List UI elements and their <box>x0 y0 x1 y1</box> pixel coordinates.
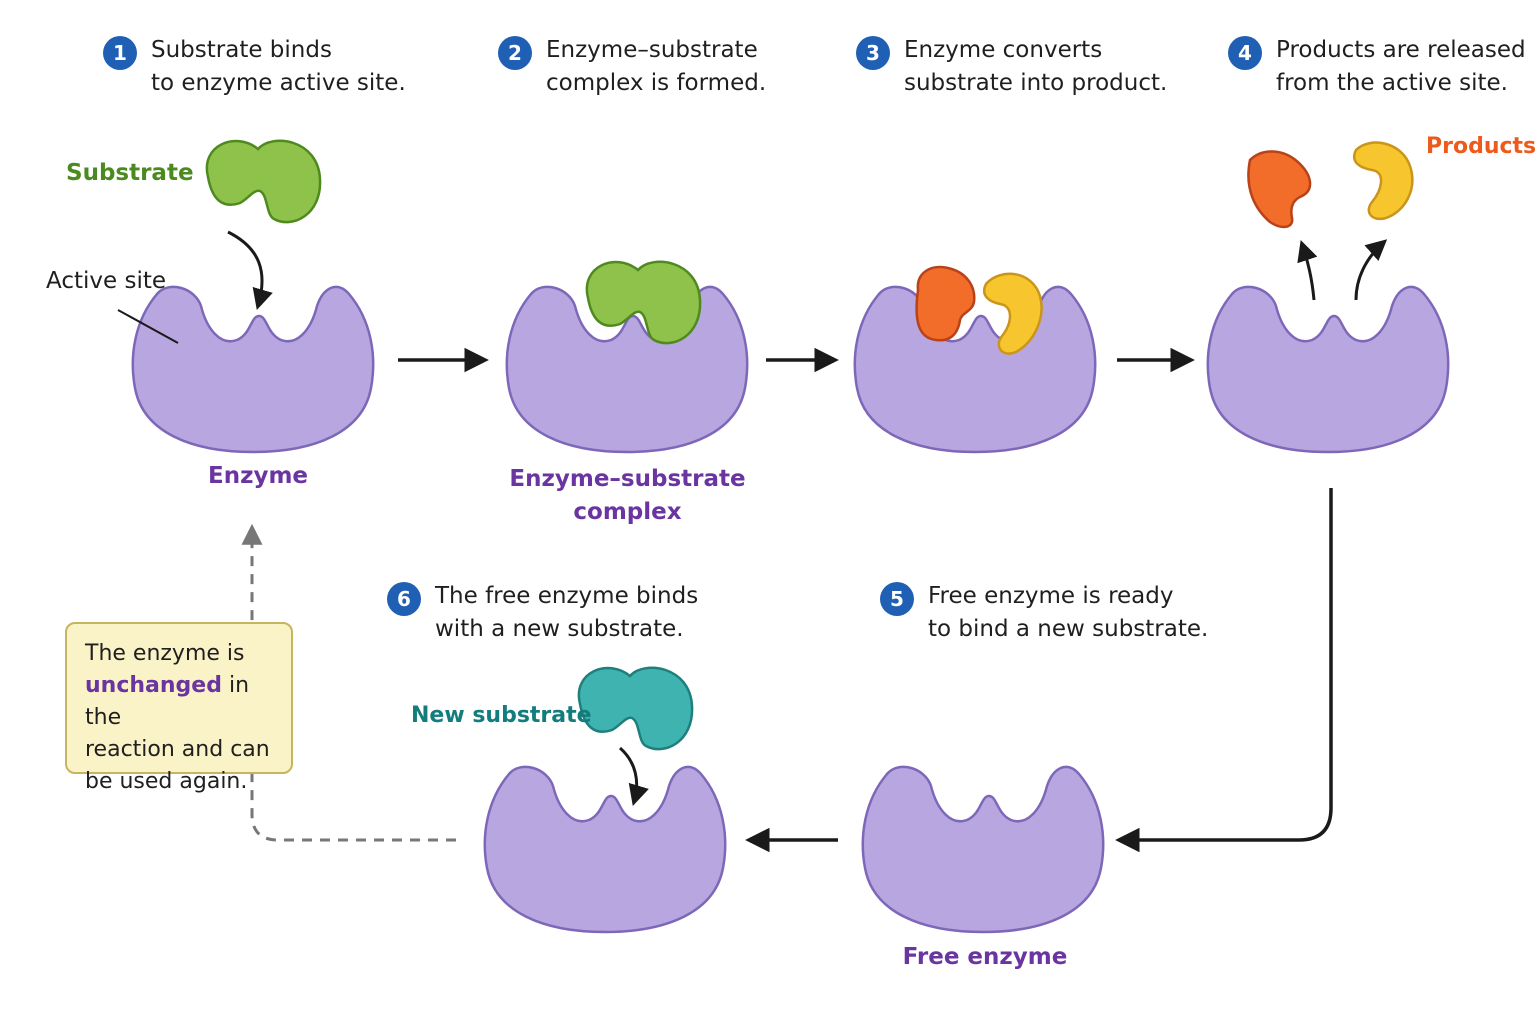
enzyme-1 <box>131 285 375 454</box>
note-line3: reaction and can <box>85 737 270 762</box>
complex-label-line1: Enzyme–substrate <box>509 466 746 492</box>
step-6-line2: with a new substrate. <box>435 616 684 642</box>
step-2-line1: Enzyme–substrate <box>546 37 758 63</box>
binding-arrow-1 <box>227 230 273 311</box>
step-4-line2: from the active site. <box>1276 70 1508 96</box>
step-3-line1: Enzyme converts <box>904 37 1103 63</box>
step-6-badge: 6 <box>387 582 421 616</box>
enzyme-4 <box>1206 285 1450 454</box>
note-line4: be used again. <box>85 769 248 794</box>
note-highlight: unchanged <box>85 673 222 698</box>
flow-arrow-4-5 <box>1115 488 1333 853</box>
substrate-molecule <box>205 139 322 224</box>
free-enzyme-label: Free enzyme <box>902 944 1068 970</box>
step-1-line1: Substrate binds <box>151 37 332 63</box>
step-3-badge: 3 <box>856 36 890 70</box>
active-site-label: Active site <box>46 268 166 294</box>
step-3-line2: substrate into product. <box>904 70 1168 96</box>
enzyme-label: Enzyme <box>207 463 309 489</box>
product-yellow-released <box>1353 141 1414 221</box>
reuse-note: The enzyme is unchanged in the reaction … <box>65 622 293 794</box>
enzyme-6 <box>483 765 727 934</box>
product-yellow-bound <box>983 272 1043 355</box>
complex-label-line2: complex <box>573 499 682 525</box>
step-4-line1: Products are released <box>1276 37 1526 63</box>
recycle-arrow <box>241 523 456 842</box>
products-label: Products <box>1426 134 1536 159</box>
step-5-line1: Free enzyme is ready <box>928 583 1174 609</box>
step-1-line2: to enzyme active site. <box>151 70 406 96</box>
substrate-label: Substrate <box>66 160 194 186</box>
active-site-pointer <box>117 309 179 344</box>
binding-arrow-6 <box>618 746 649 807</box>
complex-label: Enzyme–substrate complex <box>500 463 755 529</box>
note-line2-rest: in the <box>85 673 250 730</box>
new-substrate-molecule <box>577 666 694 751</box>
product-orange-bound <box>915 265 976 342</box>
step-5-line2: to bind a new substrate. <box>928 616 1209 642</box>
product-orange-released <box>1247 150 1312 229</box>
release-arrow-right <box>1354 239 1388 301</box>
step-1-badge: 1 <box>103 36 137 70</box>
step-2-badge: 2 <box>498 36 532 70</box>
step-5-badge: 5 <box>880 582 914 616</box>
release-arrow-left <box>1297 240 1318 301</box>
enzyme-5 <box>861 765 1105 934</box>
step-2-line2: complex is formed. <box>546 70 767 96</box>
new-substrate-label: New substrate <box>411 703 592 728</box>
note-line1: The enzyme is <box>85 641 245 666</box>
step-4-badge: 4 <box>1228 36 1262 70</box>
enzyme-3 <box>853 285 1097 454</box>
step-6-line1: The free enzyme binds <box>435 583 699 609</box>
